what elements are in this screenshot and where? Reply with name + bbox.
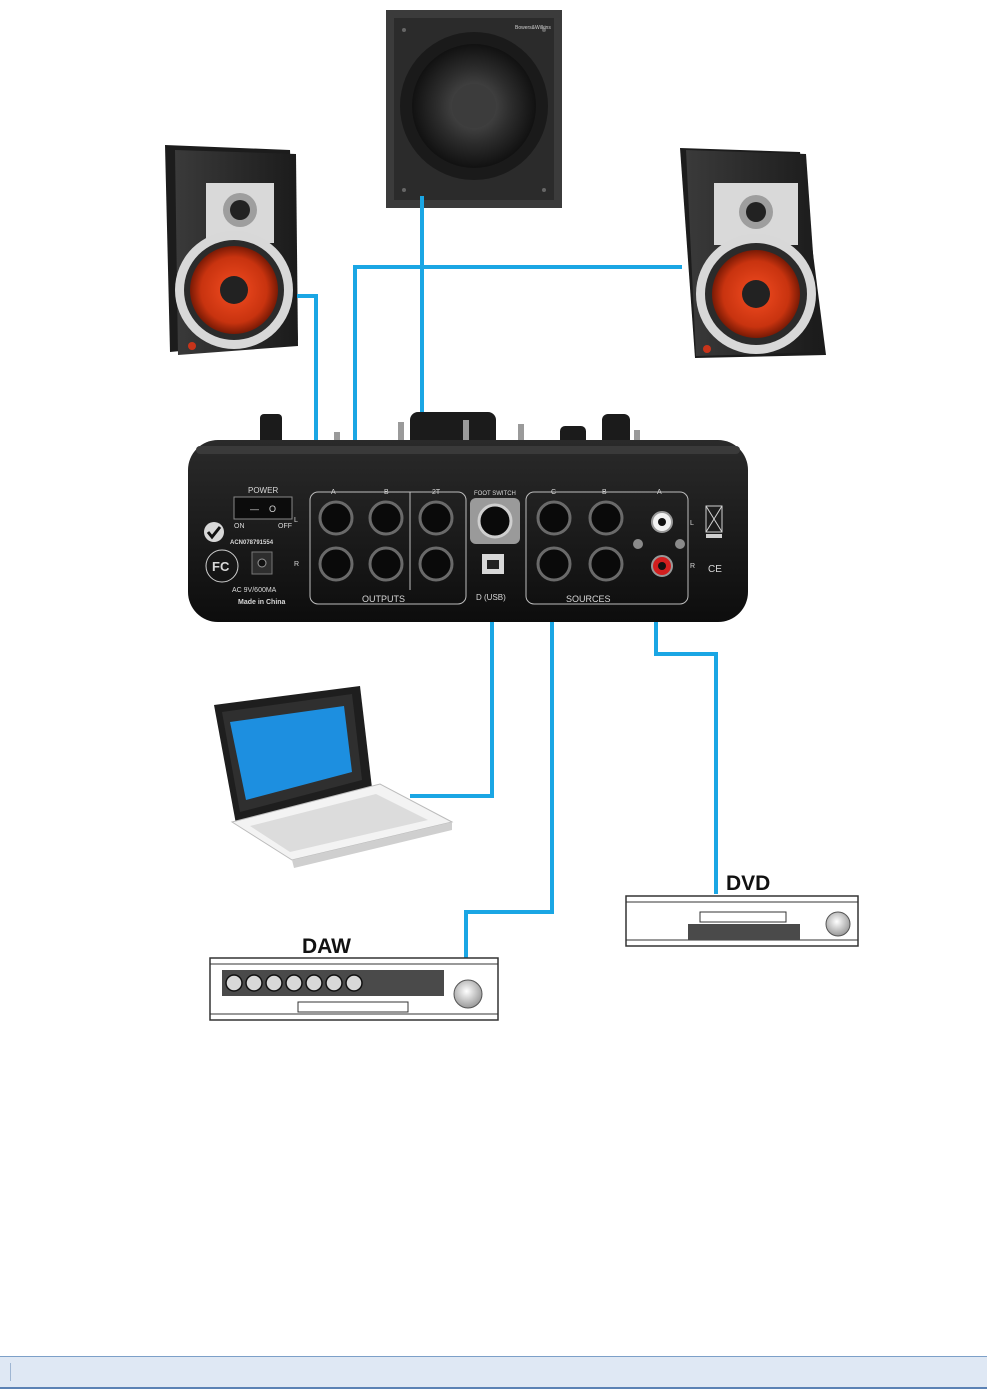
outputs-col-b: B [384,489,389,496]
jack-output-2t-l[interactable] [418,500,454,536]
usb-label: D (USB) [476,593,506,602]
power-switch-off-mark: O [269,504,276,514]
jack-source-b-l[interactable] [588,500,624,536]
sources-col-b: B [602,489,607,496]
left-monitor-speaker-icon [165,145,298,355]
jack-source-c-r[interactable] [536,546,572,582]
daw-xlr-inputs [225,974,363,992]
cert-code: ACN078791554 [230,540,274,546]
jack-output-a-r[interactable] [318,546,354,582]
subwoofer-icon: Bowers&Wilkins [386,10,562,208]
dvd-player-icon: DVD [625,872,859,947]
right-monitor-speaker-icon [680,148,826,358]
dvd-knob [825,911,851,937]
jack-source-c-l[interactable] [536,500,572,536]
power-switch[interactable] [233,496,293,520]
sources-label: SOURCES [566,594,611,604]
fcc-logo: FC [212,559,230,574]
subwoofer-brand: Bowers&Wilkins [515,25,551,31]
right-channel-label: R [294,561,299,568]
dvd-label: DVD [726,872,770,895]
daw-knob [453,979,483,1009]
daw-label: DAW [302,935,351,958]
power-spec: AC 9V/600MA [232,587,277,594]
power-switch-on-mark: — [250,504,259,514]
outputs-col-2t: 2T [432,489,441,496]
cert-check-logo [204,522,224,542]
left-channel-label: L [294,517,298,524]
jack-output-a-l[interactable] [318,500,354,536]
off-label: OFF [278,523,292,530]
jack-output-2t-r[interactable] [418,546,454,582]
weee-bin-icon [705,505,723,538]
footer-divider [10,1363,11,1381]
on-label: ON [234,523,245,530]
source-jacks [536,500,685,582]
output-jacks [318,500,454,582]
source-left-label: L [690,520,694,527]
ce-mark: CE [708,564,722,575]
jack-footswitch[interactable] [477,503,513,539]
jack-output-b-r[interactable] [368,546,404,582]
monitor-controller: POWER — O ON OFF ACN078791554 FC AC 9V/6… [188,412,748,622]
footer-bar [0,1356,987,1389]
cable-usb-laptop [410,580,494,798]
sources-col-a: A [657,489,662,496]
outputs-label: OUTPUTS [362,594,405,604]
source-right-label: R [690,563,695,570]
cable-daw [464,566,554,958]
daw-rack-unit-icon: DAW [209,935,499,1021]
footswitch-label: FOOT SWITCH [474,491,516,497]
laptop-icon [214,686,454,868]
power-label: POWER [248,486,278,495]
jack-source-b-r[interactable] [588,546,624,582]
sources-col-c: C [551,489,556,496]
origin-label: Made in China [238,599,286,606]
fcc-seal-icon [205,549,239,583]
jack-output-b-l[interactable] [368,500,404,536]
outputs-col-a: A [331,489,336,496]
